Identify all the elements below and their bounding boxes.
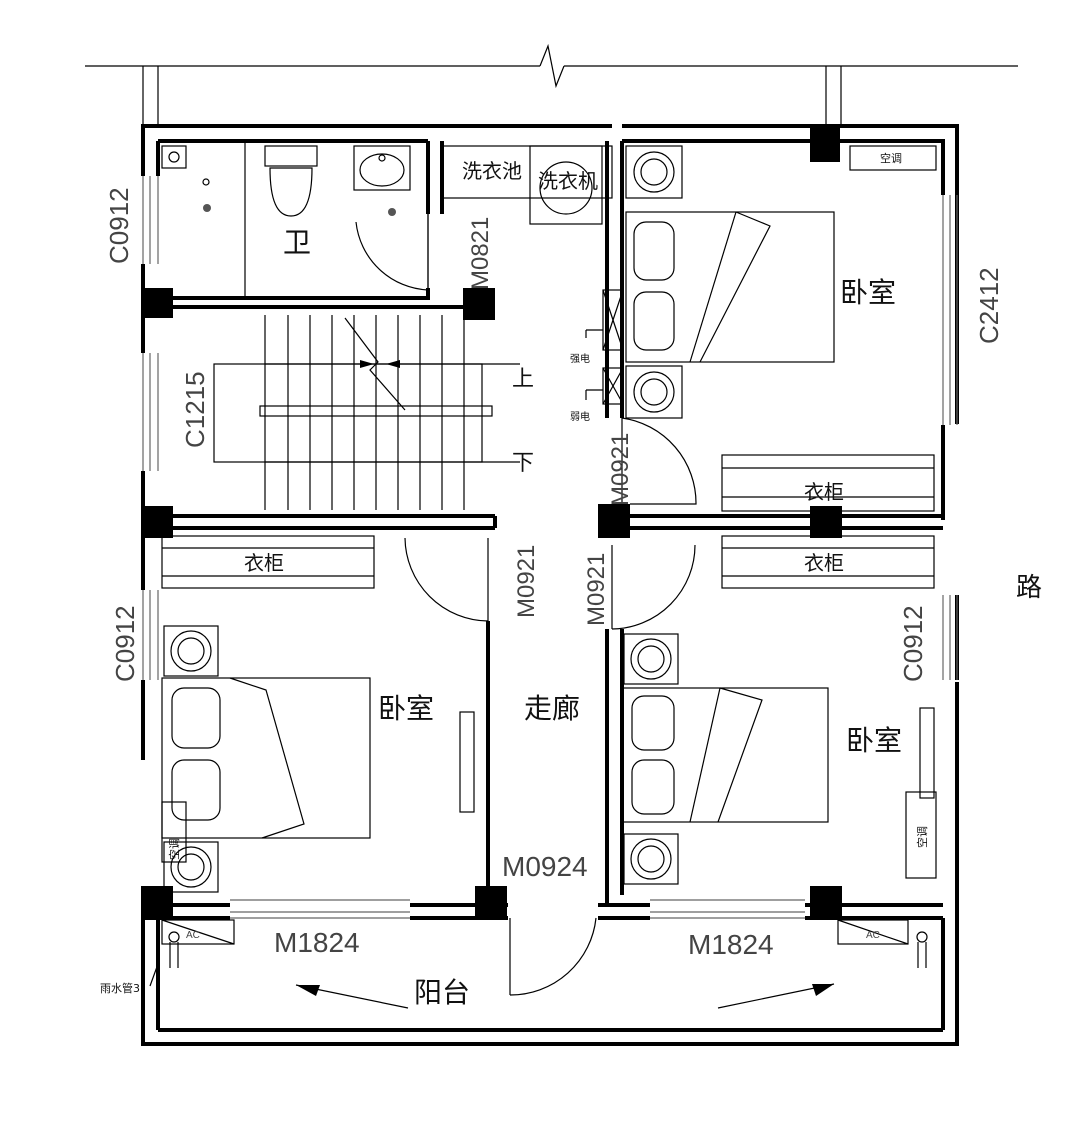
arrow-right-icon bbox=[717, 983, 835, 1009]
bed-icon bbox=[625, 211, 835, 363]
room-label-bedroom-sw: 卧室 bbox=[378, 692, 434, 725]
electrical-boxes bbox=[585, 289, 624, 405]
wardrobe-se-label: 衣柜 bbox=[804, 551, 844, 575]
window-se bbox=[942, 595, 958, 680]
rain-pipe-label: 雨水管3 bbox=[100, 981, 140, 995]
door-code-balcony: M0924 bbox=[502, 851, 588, 882]
toilet-icon bbox=[264, 145, 318, 217]
ac-ne-label: 空调 bbox=[880, 151, 902, 165]
sliding-door-left bbox=[230, 899, 410, 919]
ac-sw-label: 空调 bbox=[167, 838, 181, 860]
window-code-se: C0912 bbox=[898, 605, 928, 682]
ac-unit-se bbox=[905, 791, 937, 879]
room-label-corridor: 走廊 bbox=[524, 692, 580, 725]
door-se-swing bbox=[611, 544, 696, 630]
door-balcony-swing bbox=[509, 917, 597, 996]
wardrobe-ne-icon bbox=[721, 454, 935, 512]
room-label-bedroom-ne: 卧室 bbox=[840, 276, 896, 309]
laundry-area bbox=[441, 145, 613, 225]
stair-down-label: 下 bbox=[512, 451, 534, 476]
door-code-se: M0921 bbox=[583, 553, 610, 626]
window-sw bbox=[142, 590, 159, 680]
weak-power-label: 弱电 bbox=[570, 410, 590, 423]
wardrobe-sw-icon bbox=[161, 535, 375, 589]
bed-icon bbox=[161, 677, 371, 839]
ac-se-label: 空调 bbox=[915, 826, 929, 848]
door-ne-swing bbox=[621, 417, 697, 505]
road-label: 路 bbox=[1016, 573, 1042, 603]
staircase bbox=[213, 315, 520, 510]
window-code-stair: C1215 bbox=[180, 371, 210, 448]
door-code-bath: M0821 bbox=[467, 217, 494, 290]
slide-code-right: M1824 bbox=[688, 929, 774, 960]
ac-unit-sw bbox=[161, 801, 187, 863]
strong-power-label: 强电 bbox=[570, 352, 590, 365]
break-line bbox=[85, 43, 1018, 126]
slide-code-left: M1824 bbox=[274, 927, 360, 958]
wardrobe-ne-label: 衣柜 bbox=[804, 480, 844, 504]
door-bath-swing bbox=[355, 214, 429, 291]
exterior-walls bbox=[141, 124, 959, 1046]
bedroom-sw-furniture bbox=[161, 535, 475, 893]
balcony-details bbox=[149, 919, 928, 1009]
arrow-left-icon bbox=[295, 984, 409, 1009]
washbasin-icon bbox=[353, 145, 411, 191]
wardrobe-sw-label: 衣柜 bbox=[244, 551, 284, 575]
door-code-sw: M0921 bbox=[513, 545, 540, 618]
bathroom-fixtures bbox=[161, 141, 613, 298]
door-sw-swing bbox=[404, 537, 489, 622]
ac-unit-ne bbox=[849, 145, 937, 171]
washing-machine-label: 洗衣机 bbox=[538, 169, 598, 193]
ac-outdoor-right-label: AC bbox=[866, 930, 880, 941]
window-code-sw: C0912 bbox=[110, 605, 140, 682]
room-label-bathroom: 卫 bbox=[283, 226, 311, 259]
window-ne bbox=[942, 195, 958, 425]
window-stair bbox=[142, 353, 159, 471]
window-code-ne: C2412 bbox=[974, 267, 1004, 344]
window-code-bath: C0912 bbox=[104, 187, 134, 264]
ac-outdoor-left-label: AC bbox=[186, 930, 200, 941]
sliding-door-right bbox=[650, 899, 805, 919]
stair-up-label: 上 bbox=[512, 367, 534, 392]
wardrobe-se-icon bbox=[721, 535, 935, 589]
door-code-ne: M0921 bbox=[607, 433, 634, 506]
bedroom-ne-furniture bbox=[625, 145, 937, 512]
windows bbox=[142, 176, 958, 919]
bed-icon bbox=[621, 687, 829, 823]
room-label-balcony: 阳台 bbox=[414, 976, 470, 1009]
window-bath bbox=[142, 176, 159, 264]
laundry-sink-label: 洗衣池 bbox=[462, 159, 522, 183]
room-label-bedroom-se: 卧室 bbox=[846, 724, 902, 757]
bedroom-se-furniture bbox=[621, 535, 937, 885]
doors bbox=[355, 214, 697, 996]
